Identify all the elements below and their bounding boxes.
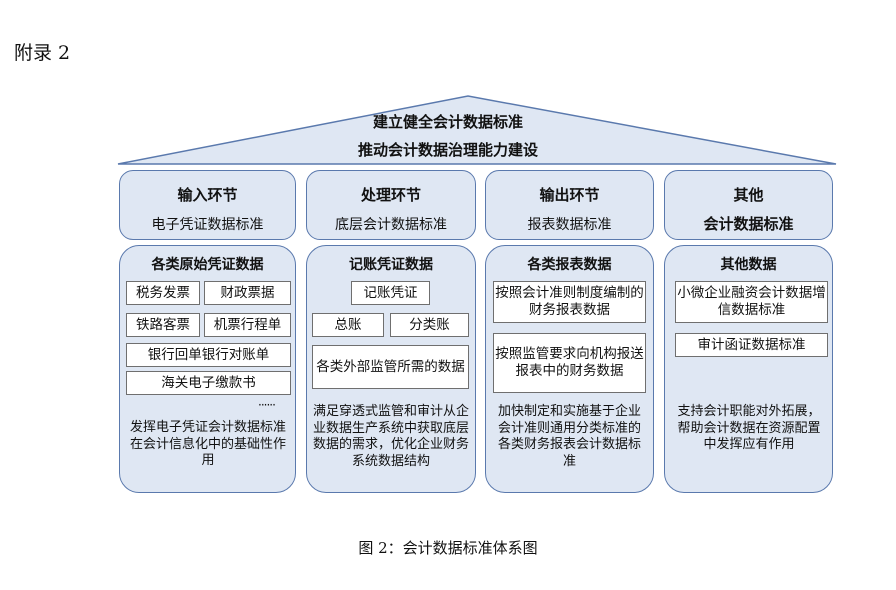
- header-subtitle: 底层会计数据标准: [335, 217, 447, 233]
- data-item-box: 各类外部监管所需的数据: [312, 345, 469, 389]
- column-title: 各类报表数据: [527, 257, 612, 273]
- data-item-box: 机票行程单: [204, 313, 291, 337]
- data-item-box: 审计函证数据标准: [675, 333, 828, 357]
- data-item-box: 按照监管要求向机构报送报表中的财务数据: [493, 333, 646, 393]
- roof-title-line1: 建立健全会计数据标准: [372, 113, 523, 131]
- column-title: 记账凭证数据: [349, 257, 433, 273]
- header-title: 输入环节: [177, 186, 238, 204]
- header-other-stage: 其他 会计数据标准: [664, 170, 833, 240]
- header-title: 处理环节: [360, 186, 421, 204]
- header-output-stage: 输出环节 报表数据标准: [485, 170, 654, 240]
- data-item-box: 分类账: [390, 313, 469, 337]
- column-description: 发挥电子凭证会计数据标准在会计信息化中的基础性作用: [129, 420, 286, 468]
- data-item-box: 小微企业融资会计数据增信数据标准: [675, 281, 828, 323]
- header-subtitle: 电子凭证数据标准: [151, 217, 264, 233]
- data-item-box: 财政票据: [204, 281, 291, 305]
- column-description: 支持会计职能对外拓展，帮助会计数据在资源配置中发挥应有作用: [677, 404, 821, 452]
- data-item-box: 银行回单银行对账单: [126, 343, 291, 367]
- column-description: 加快制定和实施基于企业会计准则通用分类标准的各类财务报表会计数据标准: [497, 404, 641, 469]
- header-process-stage: 处理环节 底层会计数据标准: [306, 170, 476, 240]
- roof-title-line2: 推动会计数据治理能力建设: [357, 141, 538, 159]
- data-item-box: 按照会计准则制度编制的财务报表数据: [493, 281, 646, 323]
- header-subtitle: 报表数据标准: [527, 217, 612, 233]
- data-item-box: 铁路客票: [126, 313, 200, 337]
- column-description: 满足穿透式监管和审计从企业数据生产系统中获取底层数据的需求，优化企业财务系统数据…: [312, 404, 469, 469]
- header-input-stage: 输入环节 电子凭证数据标准: [119, 170, 296, 240]
- figure-caption: 图 2：会计数据标准体系图: [358, 539, 538, 557]
- header-subtitle: 会计数据标准: [703, 215, 794, 233]
- data-item-box: 税务发票: [126, 281, 200, 305]
- roof-shape: [117, 95, 837, 165]
- appendix-label: 附录 2: [14, 42, 71, 64]
- data-item-box: 记账凭证: [351, 281, 430, 305]
- ellipsis-more: ······: [258, 398, 276, 412]
- column-title: 各类原始凭证数据: [151, 257, 264, 273]
- header-title: 其他: [733, 186, 764, 204]
- column-title: 其他数据: [720, 257, 777, 273]
- data-item-box: 总账: [312, 313, 384, 337]
- data-item-box: 海关电子缴款书: [126, 371, 291, 395]
- header-title: 输出环节: [539, 186, 600, 204]
